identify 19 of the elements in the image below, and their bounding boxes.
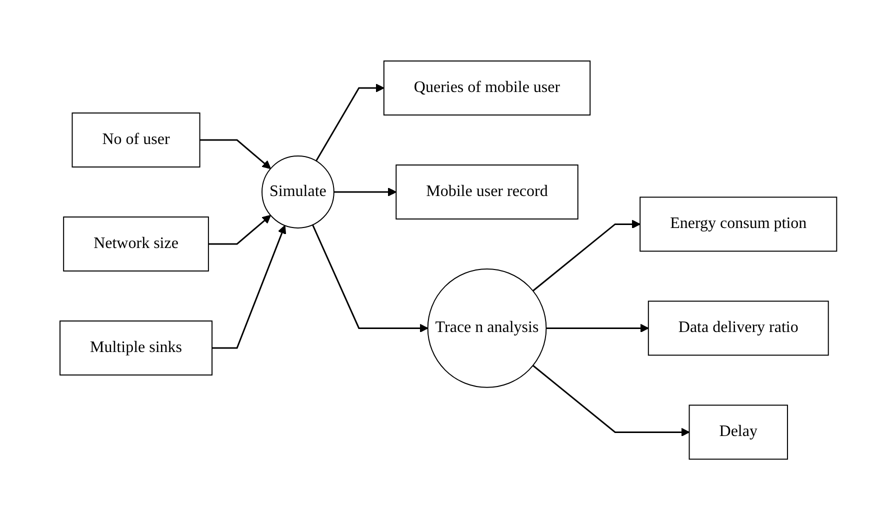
arrow bbox=[334, 188, 396, 197]
arrow bbox=[532, 365, 690, 437]
node-box: Delay bbox=[688, 405, 788, 460]
arrow bbox=[208, 215, 271, 246]
node-box: Energy consum ption bbox=[639, 197, 837, 252]
node-box: Network size bbox=[62, 216, 209, 272]
node-circle: Trace n analysis bbox=[426, 268, 546, 388]
arrow bbox=[212, 225, 286, 350]
arrow bbox=[546, 324, 648, 333]
arrow bbox=[315, 84, 384, 162]
arrow bbox=[312, 224, 428, 333]
node-box: Data delivery ratio bbox=[648, 301, 828, 356]
node-box: Mobile user record bbox=[395, 164, 578, 220]
node-box: Queries of mobile user bbox=[383, 60, 590, 116]
node-box: Multiple sinks bbox=[59, 320, 212, 376]
node-box: No of user bbox=[71, 112, 200, 168]
arrow bbox=[199, 140, 271, 170]
node-circle: Simulate bbox=[261, 156, 334, 229]
arrow bbox=[532, 220, 640, 292]
